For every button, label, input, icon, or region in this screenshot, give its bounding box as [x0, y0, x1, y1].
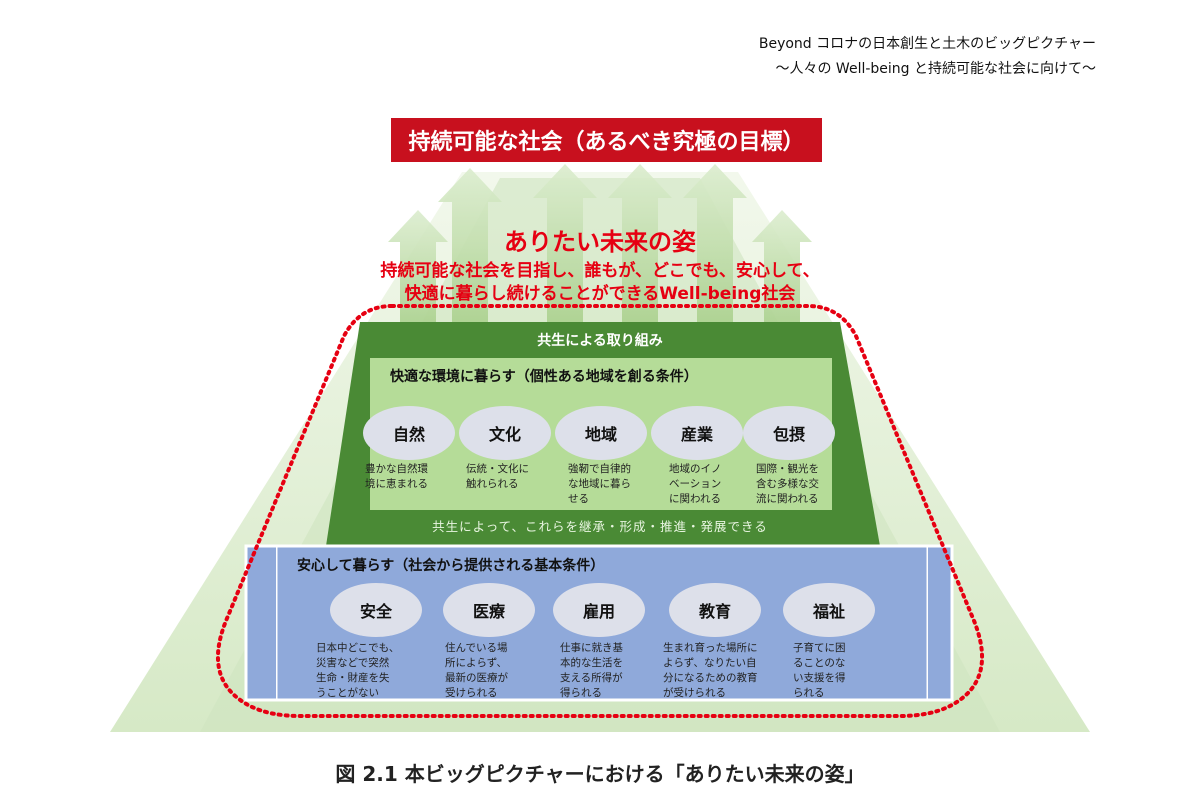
safety-box-outline — [244, 544, 954, 702]
arrow-2 — [533, 164, 597, 330]
arrow-3 — [608, 164, 672, 330]
env-desc-culture: 伝統・文化に触れられる — [466, 463, 529, 490]
safety-oval-security: 安全 — [330, 583, 422, 637]
env-desc-region: 強靭で自律的な地域に暮らせる — [568, 463, 631, 505]
safety-desc-education: 生まれ育った場所によらず、なりたい自分になるための教育が受けられる — [663, 642, 758, 699]
kyosei-title: 共生による取り組み — [537, 333, 663, 349]
dotted-boundary — [215, 304, 985, 718]
safety-desc-welfare: 子育てに困ることのない支援を得られる — [793, 642, 846, 699]
header-line-1: Beyond コロナの日本創生と土木のビッグピクチャー — [758, 36, 1096, 52]
env-desc-nature: 豊かな自然環境に恵まれる — [365, 463, 428, 490]
safety-desc-medical: 住んでいる場所によらず、最新の医療が受けられる — [445, 642, 508, 699]
arrow-5 — [388, 210, 448, 330]
env-desc-inclusion: 国際・観光を含む多様な交流に関われる — [756, 463, 819, 505]
arrow-4 — [683, 164, 747, 330]
safety-title: 安心して暮らす（社会から提供される基本条件） — [297, 558, 605, 574]
env-oval-region: 地域 — [555, 406, 647, 460]
env-desc-industry: 地域のイノベーションに関われる — [669, 463, 722, 505]
env-oval-culture: 文化 — [459, 406, 551, 460]
safety-oval-medical: 医療 — [443, 583, 535, 637]
vision-title: ありたい未来の姿 — [504, 228, 696, 256]
safety-oval-education: 教育 — [669, 583, 761, 637]
env-oval-nature: 自然 — [363, 406, 455, 460]
environment-title: 快適な環境に暮らす（個性ある地域を創る条件） — [390, 369, 698, 385]
safety-desc-security: 日本中どこでも、災害などで突然生命・財産を失うことがない — [316, 642, 400, 699]
kyosei-footer: 共生によって、これらを継承・形成・推進・発展できる — [432, 519, 768, 534]
vision-line-2: 快適に暮らし続けることができるWell-being社会 — [404, 284, 796, 304]
safety-desc-employment: 仕事に就き基本的な生活を支える所得が得られる — [560, 642, 623, 699]
safety-oval-employment: 雇用 — [553, 583, 645, 637]
goal-box: 持続可能な社会（あるべき究極の目標） — [391, 118, 822, 162]
header-line-2: ～人々の Well-being と持続可能な社会に向けて～ — [775, 61, 1096, 77]
safety-oval-welfare: 福祉 — [783, 583, 875, 637]
env-oval-industry: 産業 — [651, 406, 743, 460]
figure-caption: 図 2.1 本ビッグピクチャーにおける「ありたい未来の姿」 — [335, 762, 865, 786]
upward-arrows — [388, 164, 812, 330]
arrow-1 — [438, 168, 502, 330]
arrow-6 — [752, 210, 812, 330]
env-oval-inclusion: 包摂 — [743, 406, 835, 460]
vision-line-1: 持続可能な社会を目指し、誰もが、どこでも、安心して、 — [380, 261, 820, 281]
